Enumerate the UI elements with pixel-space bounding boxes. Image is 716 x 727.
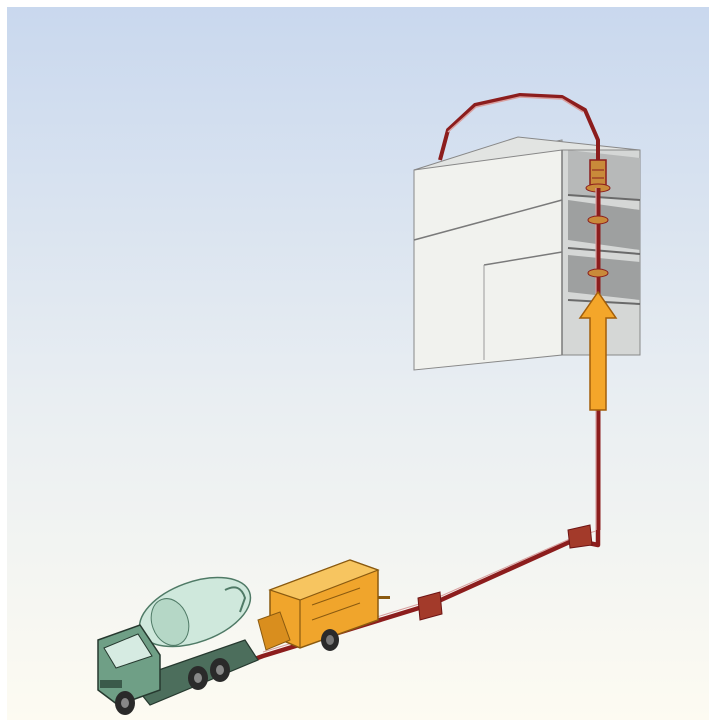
pipe-support-block [417, 591, 443, 621]
slab-edge-1 [567, 194, 641, 201]
floor-line-1 [413, 199, 563, 241]
horizontal-pipeline [251, 524, 601, 663]
concrete-pump-icon [257, 559, 390, 651]
pipe-clamp [587, 268, 609, 278]
up-arrow-icon [578, 290, 618, 411]
floor-gap-upper [568, 200, 640, 250]
mixer-truck-icon [97, 576, 259, 715]
pipe-elbow-block [567, 524, 593, 549]
floor-gap-lower [568, 255, 640, 300]
slab-edge-2 [567, 247, 641, 255]
pipe-clamp [587, 215, 609, 225]
building-roof [413, 136, 641, 171]
floor-line-2 [483, 251, 563, 266]
